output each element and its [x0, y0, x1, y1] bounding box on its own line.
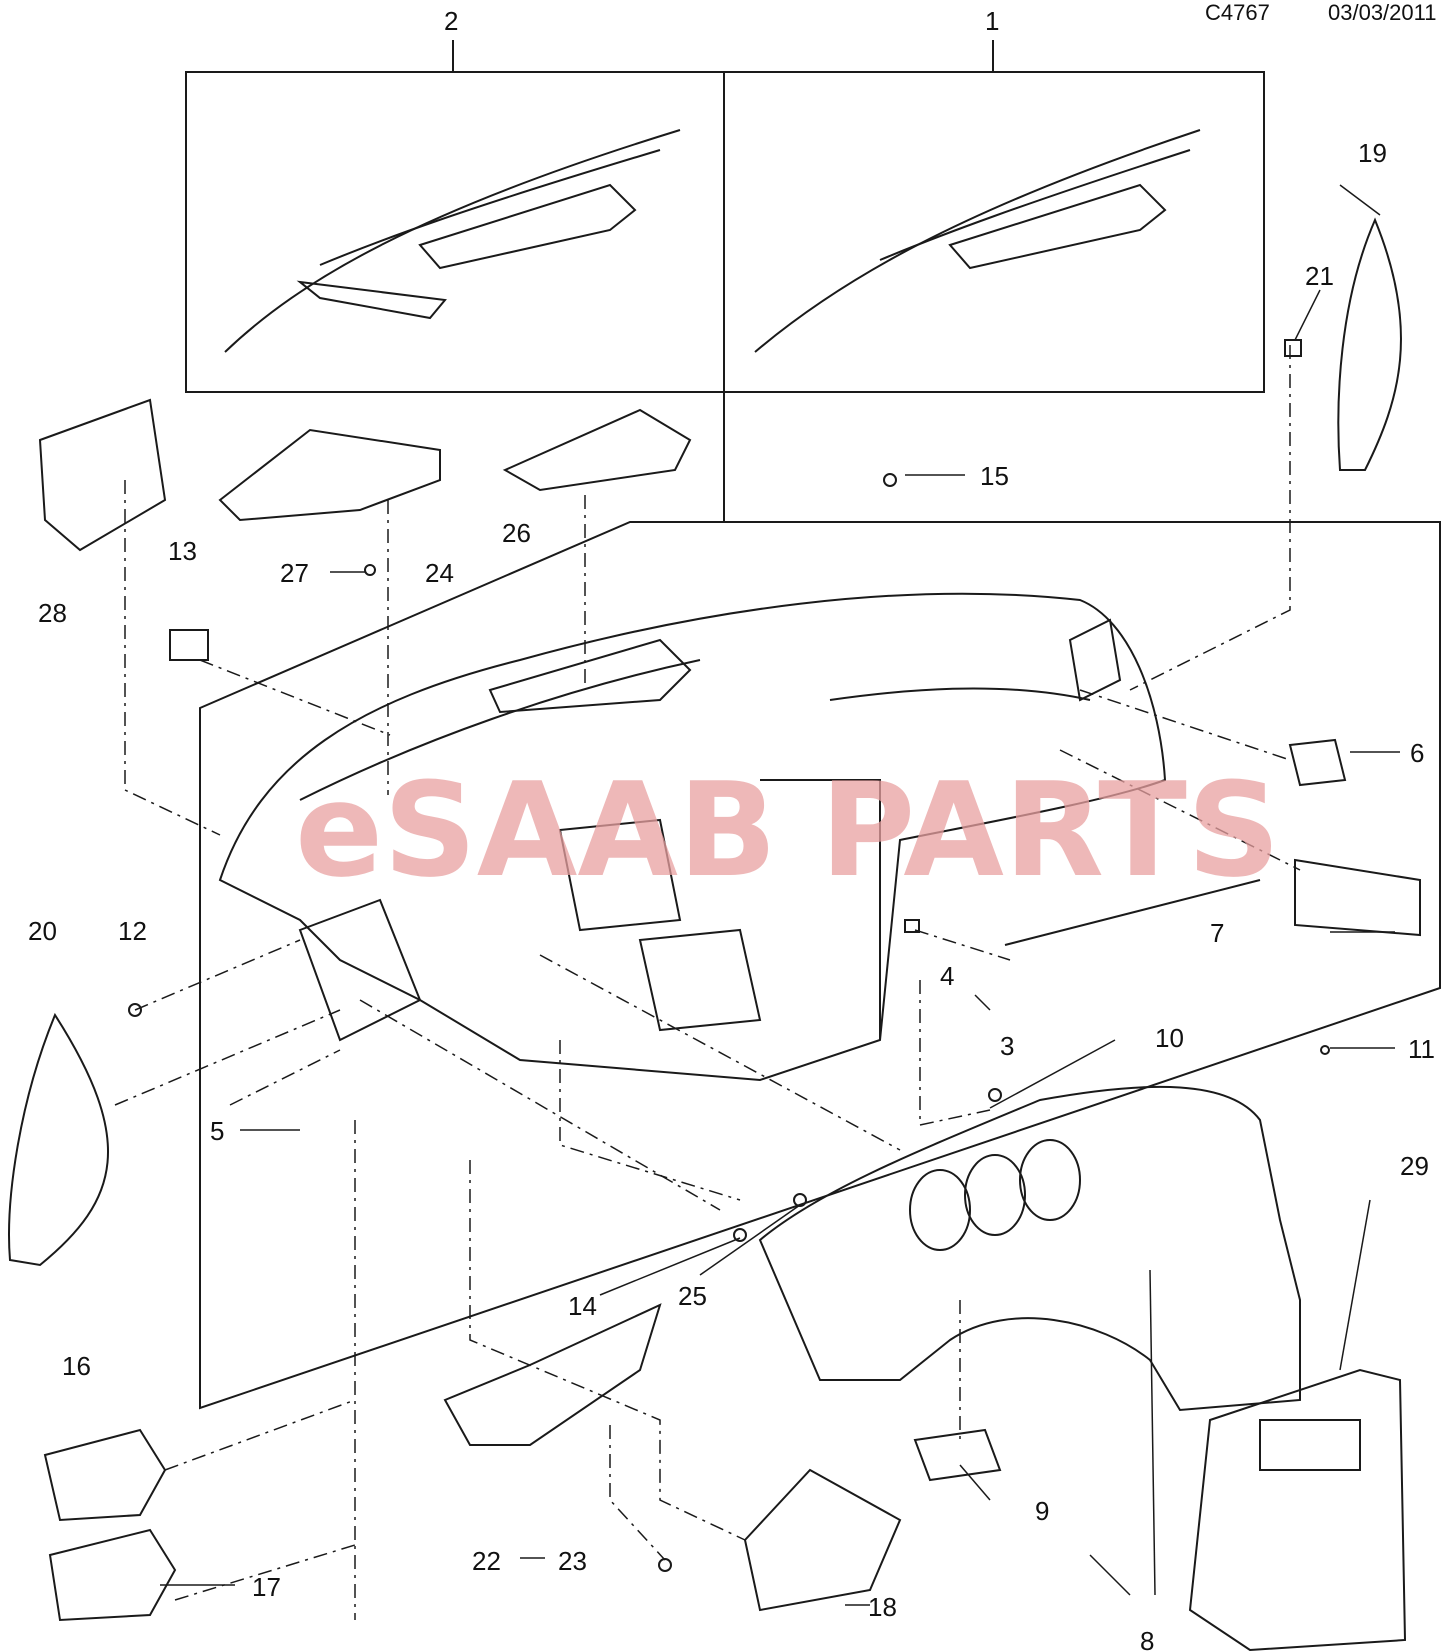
callout-8: 8	[1140, 1626, 1154, 1651]
callout-25: 25	[678, 1281, 707, 1311]
callout-5: 5	[210, 1116, 224, 1146]
callout-24: 24	[425, 558, 454, 588]
header: C4767 03/03/2011	[0, 0, 1455, 40]
callout-3: 3	[1000, 1031, 1014, 1061]
callout-2: 2	[444, 6, 458, 36]
callout-14: 14	[568, 1291, 597, 1321]
callout-26: 26	[502, 518, 531, 548]
watermark-esaab: eSAAB	[295, 754, 777, 906]
callout-4: 4	[940, 961, 954, 991]
callout-27: 27	[280, 558, 309, 588]
callout-10: 10	[1155, 1023, 1184, 1053]
callout-11: 11	[1408, 1034, 1435, 1064]
callout-22: 22	[472, 1546, 501, 1576]
callout-23: 23	[558, 1546, 587, 1576]
callout-17: 17	[252, 1572, 281, 1602]
callout-1: 1	[985, 6, 999, 36]
callout-21: 21	[1305, 261, 1334, 291]
callout-16: 16	[62, 1351, 91, 1381]
callout-18: 18	[868, 1592, 897, 1622]
callout-7: 7	[1210, 918, 1224, 948]
watermark-parts: PARTS	[820, 754, 1281, 906]
callout-15: 15	[980, 461, 1009, 491]
callout-29: 29	[1400, 1151, 1429, 1181]
callout-28: 28	[38, 598, 67, 628]
frame-main	[199, 392, 1441, 1410]
callout-20: 20	[28, 916, 57, 946]
callout-19: 19	[1358, 138, 1387, 168]
callout-9: 9	[1035, 1496, 1049, 1526]
frame-item-2	[185, 71, 725, 393]
drawing-date: 03/03/2011	[1328, 0, 1437, 25]
callout-13: 13	[168, 536, 197, 566]
callout-6: 6	[1410, 738, 1424, 768]
callout-12: 12	[118, 916, 147, 946]
drawing-code: C4767	[1205, 0, 1270, 25]
